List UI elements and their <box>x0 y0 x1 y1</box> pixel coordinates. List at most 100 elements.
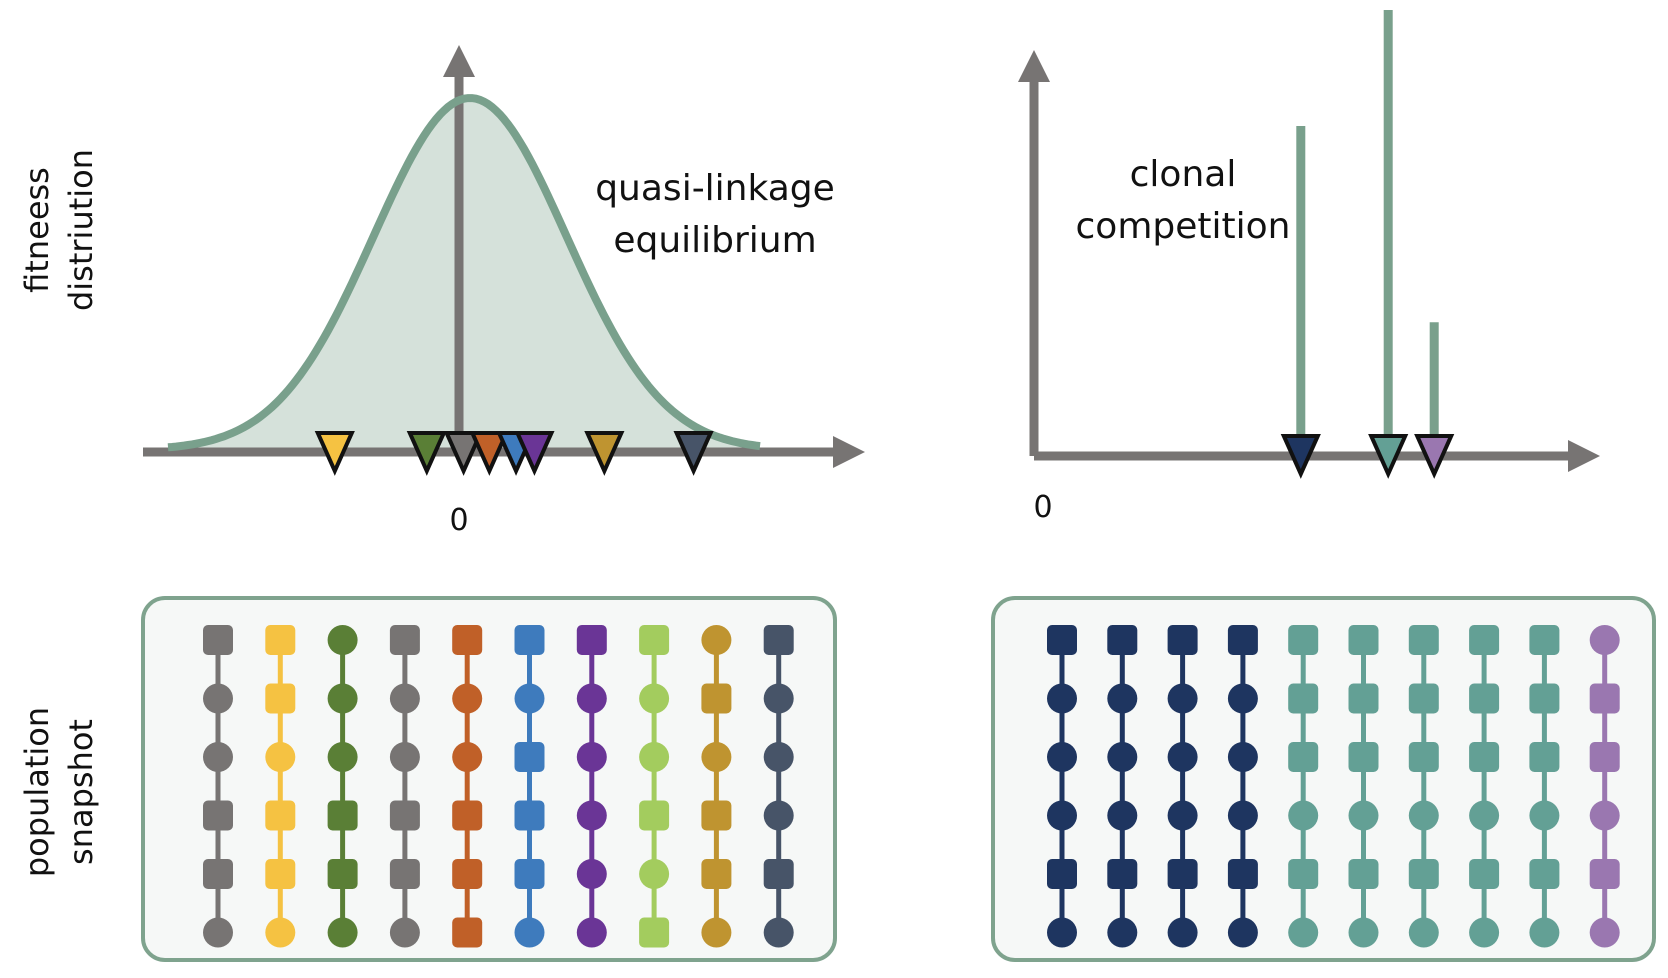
genome-columns <box>203 625 794 948</box>
clone-marker-2 <box>1368 434 1409 479</box>
locus-square <box>203 800 233 831</box>
locus-square <box>1408 859 1439 889</box>
locus-square <box>1288 742 1319 772</box>
locus-square <box>1107 859 1138 889</box>
panel-title-line1: quasi-linkage <box>595 168 835 209</box>
locus-square <box>701 859 732 889</box>
locus-square <box>203 859 233 889</box>
panel-title-line2: equilibrium <box>613 220 816 261</box>
locus-square <box>389 859 420 889</box>
genotype-marker-7 <box>584 431 625 476</box>
locus-circle <box>576 683 607 714</box>
locus-square <box>701 683 732 714</box>
locus-square <box>1469 742 1500 772</box>
genotype-marker-3 <box>443 431 484 476</box>
locus-square <box>265 625 296 655</box>
locus-square <box>1529 859 1560 889</box>
locus-circle <box>1469 800 1500 831</box>
genome-column-6 <box>514 625 545 948</box>
locus-circle <box>1047 917 1077 948</box>
genome-columns <box>1047 625 1620 948</box>
locus-circle <box>514 917 545 948</box>
locus-circle <box>265 917 296 948</box>
left-population-snapshot <box>141 596 837 962</box>
locus-square <box>327 800 358 831</box>
locus-circle <box>639 742 670 772</box>
row-label-fitness-line2: distriution <box>62 149 100 311</box>
locus-square <box>452 625 483 655</box>
locus-circle <box>576 742 607 772</box>
genome-column-3 <box>1167 625 1198 948</box>
locus-circle <box>1589 800 1620 831</box>
locus-circle <box>763 800 794 831</box>
locus-circle <box>1167 917 1198 948</box>
genome-column-2 <box>265 625 296 948</box>
locus-circle <box>1227 683 1258 714</box>
locus-circle <box>576 800 607 831</box>
locus-square <box>514 625 545 655</box>
locus-square <box>1529 683 1560 714</box>
clone-marker-1 <box>1280 434 1321 479</box>
locus-square <box>1408 742 1439 772</box>
locus-circle <box>1348 800 1379 831</box>
locus-circle <box>389 742 420 772</box>
panel-title-line2: competition <box>1076 206 1291 247</box>
locus-circle <box>1589 625 1620 655</box>
locus-circle <box>1288 917 1319 948</box>
fitness-distribution-fill <box>168 98 760 452</box>
locus-square <box>701 800 732 831</box>
locus-circle <box>639 683 670 714</box>
locus-circle <box>1529 800 1560 831</box>
locus-circle <box>452 683 483 714</box>
genotype-marker-6 <box>514 431 555 476</box>
locus-square <box>763 625 794 655</box>
locus-square <box>1107 625 1138 655</box>
locus-square <box>1408 625 1439 655</box>
locus-circle <box>389 683 420 714</box>
locus-circle <box>1288 800 1319 831</box>
genome-column-9 <box>1529 625 1560 948</box>
clone-marker-3 <box>1414 434 1455 479</box>
locus-square <box>203 625 233 655</box>
locus-circle <box>514 683 545 714</box>
locus-circle <box>327 917 358 948</box>
locus-square <box>265 859 296 889</box>
locus-circle <box>1107 683 1138 714</box>
locus-square <box>639 917 670 948</box>
locus-square <box>1288 859 1319 889</box>
locus-circle <box>576 917 607 948</box>
locus-circle <box>1227 742 1258 772</box>
x-axis-arrowhead <box>1568 440 1600 472</box>
locus-square <box>1469 683 1500 714</box>
genome-column-1 <box>1047 625 1077 948</box>
locus-square <box>1227 625 1258 655</box>
right-population-snapshot <box>991 596 1656 962</box>
locus-circle <box>1167 683 1198 714</box>
locus-circle <box>763 742 794 772</box>
zero-label: 0 <box>1033 490 1052 525</box>
locus-square <box>1589 859 1620 889</box>
locus-circle <box>1047 800 1077 831</box>
locus-circle <box>203 742 233 772</box>
locus-square <box>639 625 670 655</box>
locus-square <box>1167 625 1198 655</box>
locus-circle <box>265 742 296 772</box>
locus-circle <box>203 683 233 714</box>
locus-square <box>452 917 483 948</box>
genotype-marker-2 <box>406 431 447 476</box>
row-label-population-line1: population <box>18 707 56 877</box>
locus-square <box>1348 625 1379 655</box>
locus-square <box>265 800 296 831</box>
locus-circle <box>327 742 358 772</box>
row-label-population-line2: snapshot <box>62 719 100 865</box>
locus-square <box>1348 742 1379 772</box>
locus-circle <box>1107 917 1138 948</box>
y-axis-arrowhead <box>1018 50 1050 82</box>
locus-square <box>1167 859 1198 889</box>
locus-circle <box>1167 742 1198 772</box>
fitness-distribution-curve <box>167 94 761 452</box>
genome-column-7 <box>1408 625 1439 948</box>
genotype-markers <box>314 431 714 476</box>
genome-column-10 <box>763 625 794 948</box>
